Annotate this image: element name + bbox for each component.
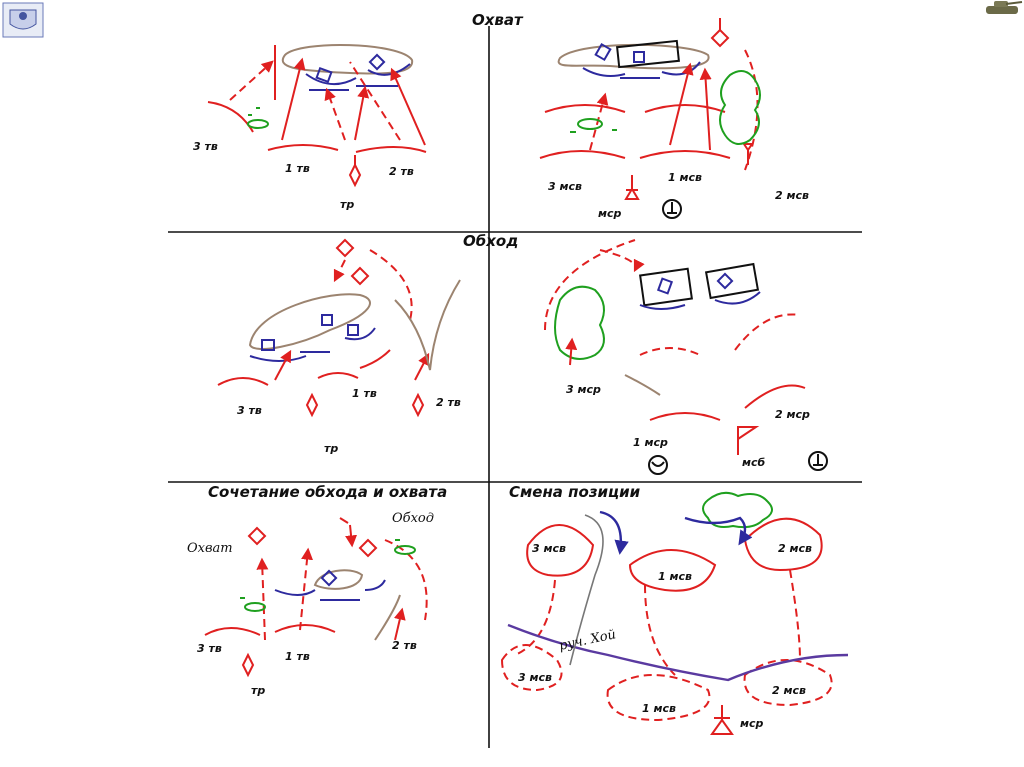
- river: [507, 623, 849, 682]
- smena-u1b: 1 мсв: [642, 702, 676, 715]
- okhvat-title: Охват: [472, 11, 524, 29]
- sochetanie-obkhod: Обход: [392, 511, 434, 526]
- okhvat-right-u2: 2 мсв: [775, 189, 809, 202]
- obkhod-left-u1: 1 тв: [352, 387, 377, 400]
- enemy-box: [616, 39, 680, 69]
- cover-marks: [247, 107, 269, 129]
- obkhod-title: Обход: [463, 232, 518, 250]
- smena-u3b: 3 мсв: [518, 671, 552, 684]
- panel-grid: [168, 26, 862, 748]
- sochetanie-okhvat: Охват: [187, 541, 233, 556]
- obkhod-left-u3: 3 тв: [237, 404, 262, 417]
- enemy-area: [248, 293, 371, 351]
- smena-title: Смена позиции: [509, 483, 641, 501]
- tank-icon: [986, 1, 1023, 14]
- smena-diagram: [500, 491, 849, 735]
- okhvat-right-u3: 3 мсв: [548, 180, 582, 193]
- enemy-area: [281, 44, 414, 75]
- tr-symbol: [348, 155, 362, 188]
- okhvat-right-u1: 1 мсв: [668, 171, 702, 184]
- forest: [554, 285, 605, 360]
- smena-u2b: 2 мсв: [772, 684, 806, 697]
- smena-u1: 1 мсв: [658, 570, 692, 583]
- obkhod-right-diagram: [544, 239, 828, 475]
- obkhod-right-u2: 2 мср: [775, 408, 810, 421]
- obkhod-right-u3: 3 мср: [566, 383, 601, 396]
- okhvat-left-u1: 1 тв: [285, 162, 310, 175]
- okhvat-left-u3: 3 тв: [193, 140, 218, 153]
- emblem-logo: [2, 2, 44, 38]
- attack-lines: [207, 45, 427, 153]
- obkhod-left-diagram: [217, 238, 461, 418]
- smena-u2: 2 мсв: [778, 542, 812, 555]
- forest: [719, 70, 761, 145]
- sochetanie-title: Сочетание обхода и охвата: [208, 483, 447, 501]
- okhvat-right-diagram: [539, 18, 761, 219]
- forest: [702, 491, 773, 529]
- obkhod-left-u2: 2 тв: [436, 396, 461, 409]
- okhvat-left-tr: тр: [340, 198, 354, 211]
- sochetanie-tr: тр: [251, 684, 265, 697]
- obkhod-left-tr: тр: [324, 442, 338, 455]
- obkhod-right-msb: мсб: [742, 456, 766, 469]
- okhvat-left-u2: 2 тв: [389, 165, 414, 178]
- obkhod-right-u1: 1 мср: [633, 436, 668, 449]
- sochetanie-u2: 2 тв: [392, 639, 417, 652]
- smena-msr: мср: [740, 717, 764, 730]
- sochetanie-u1: 1 тв: [285, 650, 310, 663]
- okhvat-right-msr: мср: [598, 207, 622, 220]
- sochetanie-diagram: [204, 517, 428, 678]
- smena-u3: 3 мсв: [532, 542, 566, 555]
- sochetanie-u3: 3 тв: [197, 642, 222, 655]
- okhvat-left-diagram: [207, 44, 427, 188]
